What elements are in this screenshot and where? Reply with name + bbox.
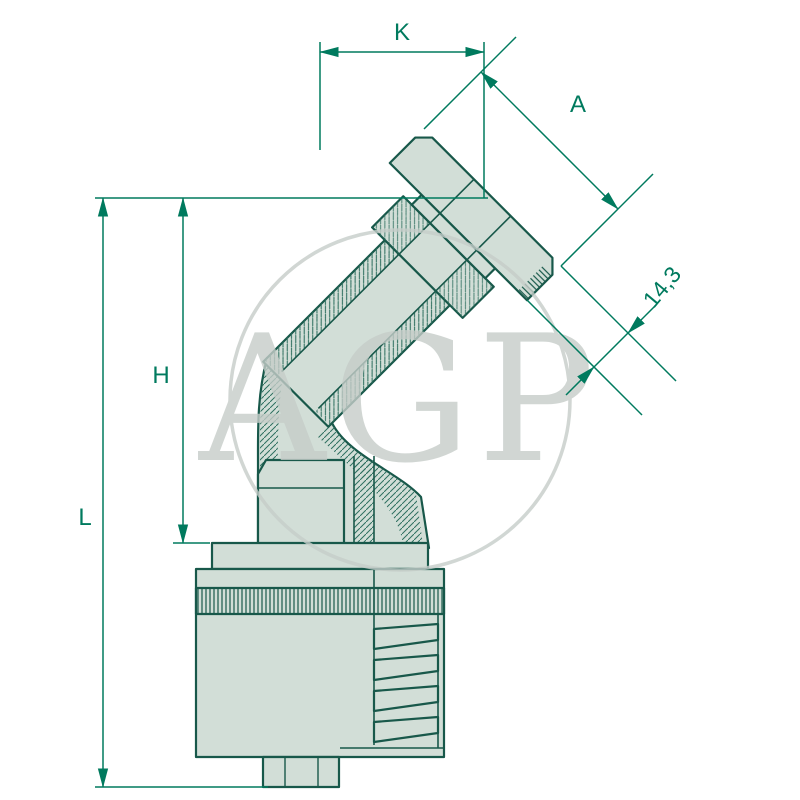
nipple-block (256, 458, 346, 547)
ferrule-cap (210, 541, 430, 571)
offset-extension-bottom (526, 299, 643, 416)
watermark-text: AGP (197, 299, 601, 502)
grip-fin (372, 653, 440, 682)
a-extension-top (423, 36, 517, 130)
dimension-a: A (423, 36, 654, 267)
grip-fin (372, 622, 440, 651)
h-label: H (152, 362, 169, 389)
fitting-body (194, 136, 554, 789)
shoulder-hatch-top (372, 196, 431, 255)
bore-line-top (281, 178, 475, 373)
l-label: L (78, 504, 91, 531)
upper-arm-45 (262, 136, 554, 428)
offset-arrow-upper (627, 304, 657, 334)
offset-arrow-lower (565, 366, 595, 396)
flange-rim-serration (517, 265, 553, 301)
knurl-band (194, 586, 446, 616)
flange-back-face-line (389, 162, 528, 301)
dimension-h: H (152, 197, 210, 544)
stem-wall-hatch (354, 460, 374, 545)
grip-fin (372, 684, 440, 713)
a-dimension-line (480, 71, 619, 210)
a-label: A (570, 91, 586, 118)
offset-label: 14,3 (638, 261, 687, 312)
dimension-l: L (78, 197, 268, 788)
watermark-circle (228, 228, 572, 572)
offset-dimension-gap (593, 332, 629, 368)
a-extension-bottom (560, 173, 654, 267)
k-label: K (394, 19, 410, 46)
arm-wall-hatch-top (264, 240, 399, 375)
hose-tail (261, 755, 341, 789)
shoulder-hatch-bottom (435, 259, 494, 318)
grip-fin (372, 715, 440, 744)
arm-wall-hatch-bottom (315, 291, 450, 426)
offset-extension-top (560, 265, 677, 382)
watermark: AGP (197, 228, 601, 572)
